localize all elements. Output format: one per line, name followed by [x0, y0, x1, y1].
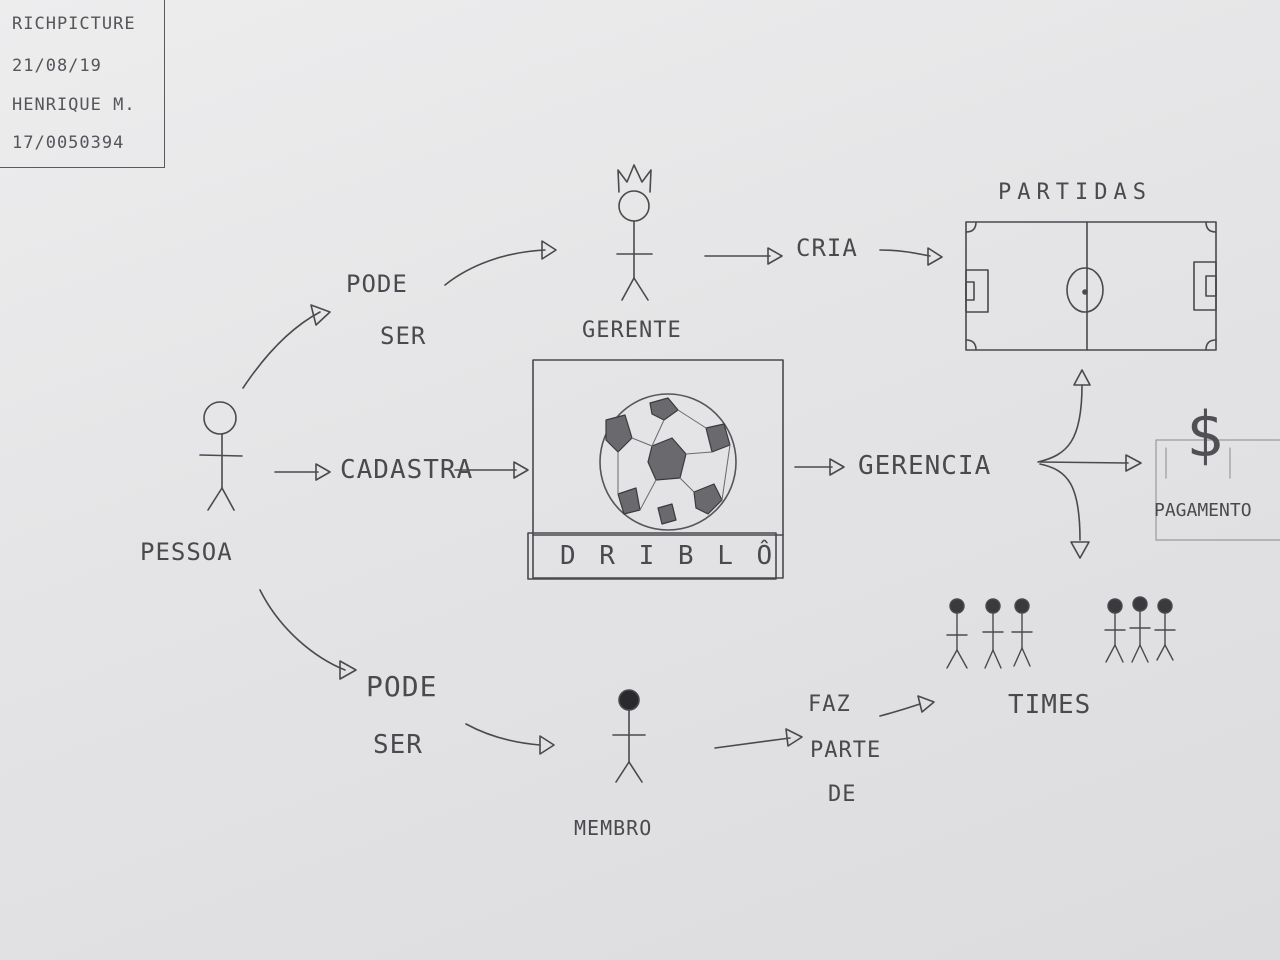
gerente-figure: [616, 164, 653, 301]
arrow-pessoa-pode-ser-lower: [259, 589, 346, 671]
arrow-faz-parte-times: [879, 703, 921, 717]
times-players: [946, 596, 1176, 669]
arrow-cria-partidas: [879, 249, 931, 257]
gerente-label: GERENTE: [582, 318, 682, 343]
header-author: HENRIQUE M.: [12, 95, 136, 115]
ser-label-upper: SER: [380, 322, 427, 350]
header-date: 21/08/19: [12, 56, 102, 76]
pessoa-figure: [199, 401, 243, 511]
pode-label-lower: PODE: [366, 670, 438, 703]
pagamento-note: [1155, 439, 1280, 541]
header-box: RICHPICTURE 21/08/19 HENRIQUE M. 17/0050…: [0, 0, 165, 168]
driblo-app-box: [527, 359, 784, 580]
arrow-pode-ser-gerente: [444, 249, 546, 286]
arrow-pessoa-pode-ser-upper: [242, 311, 321, 389]
pessoa-label: PESSOA: [140, 538, 233, 566]
membro-figure: [612, 689, 646, 783]
dollar-icon: $: [1186, 398, 1225, 471]
gerencia-label: GERENCIA: [858, 451, 992, 481]
header-id: 17/0050394: [12, 133, 125, 153]
arrow-gerencia-times: [1039, 463, 1081, 541]
faz-label: FAZ: [808, 692, 851, 717]
ser-label-lower: SER: [373, 730, 423, 760]
de-label: DE: [828, 782, 857, 807]
driblo-title: D R I B L Ô: [560, 541, 777, 571]
times-label: TIMES: [1008, 690, 1092, 720]
arrow-membro-faz-parte: [714, 737, 791, 749]
arrow-pode-ser-membro: [465, 723, 541, 746]
header-title: RICHPICTURE: [12, 14, 136, 34]
cadastra-label: CADASTRA: [340, 455, 474, 485]
parte-label: PARTE: [810, 738, 882, 763]
cria-label: CRIA: [796, 234, 858, 262]
arrow-gerencia-partidas: [1037, 384, 1083, 463]
partidas-label: PARTIDAS: [998, 180, 1152, 205]
arrow-gerencia-pagamento: [1039, 461, 1129, 464]
membro-label: MEMBRO: [574, 816, 653, 840]
pode-label-upper: PODE: [346, 270, 408, 298]
partidas-field: [965, 221, 1217, 351]
pagamento-label: PAGAMENTO: [1154, 500, 1252, 521]
